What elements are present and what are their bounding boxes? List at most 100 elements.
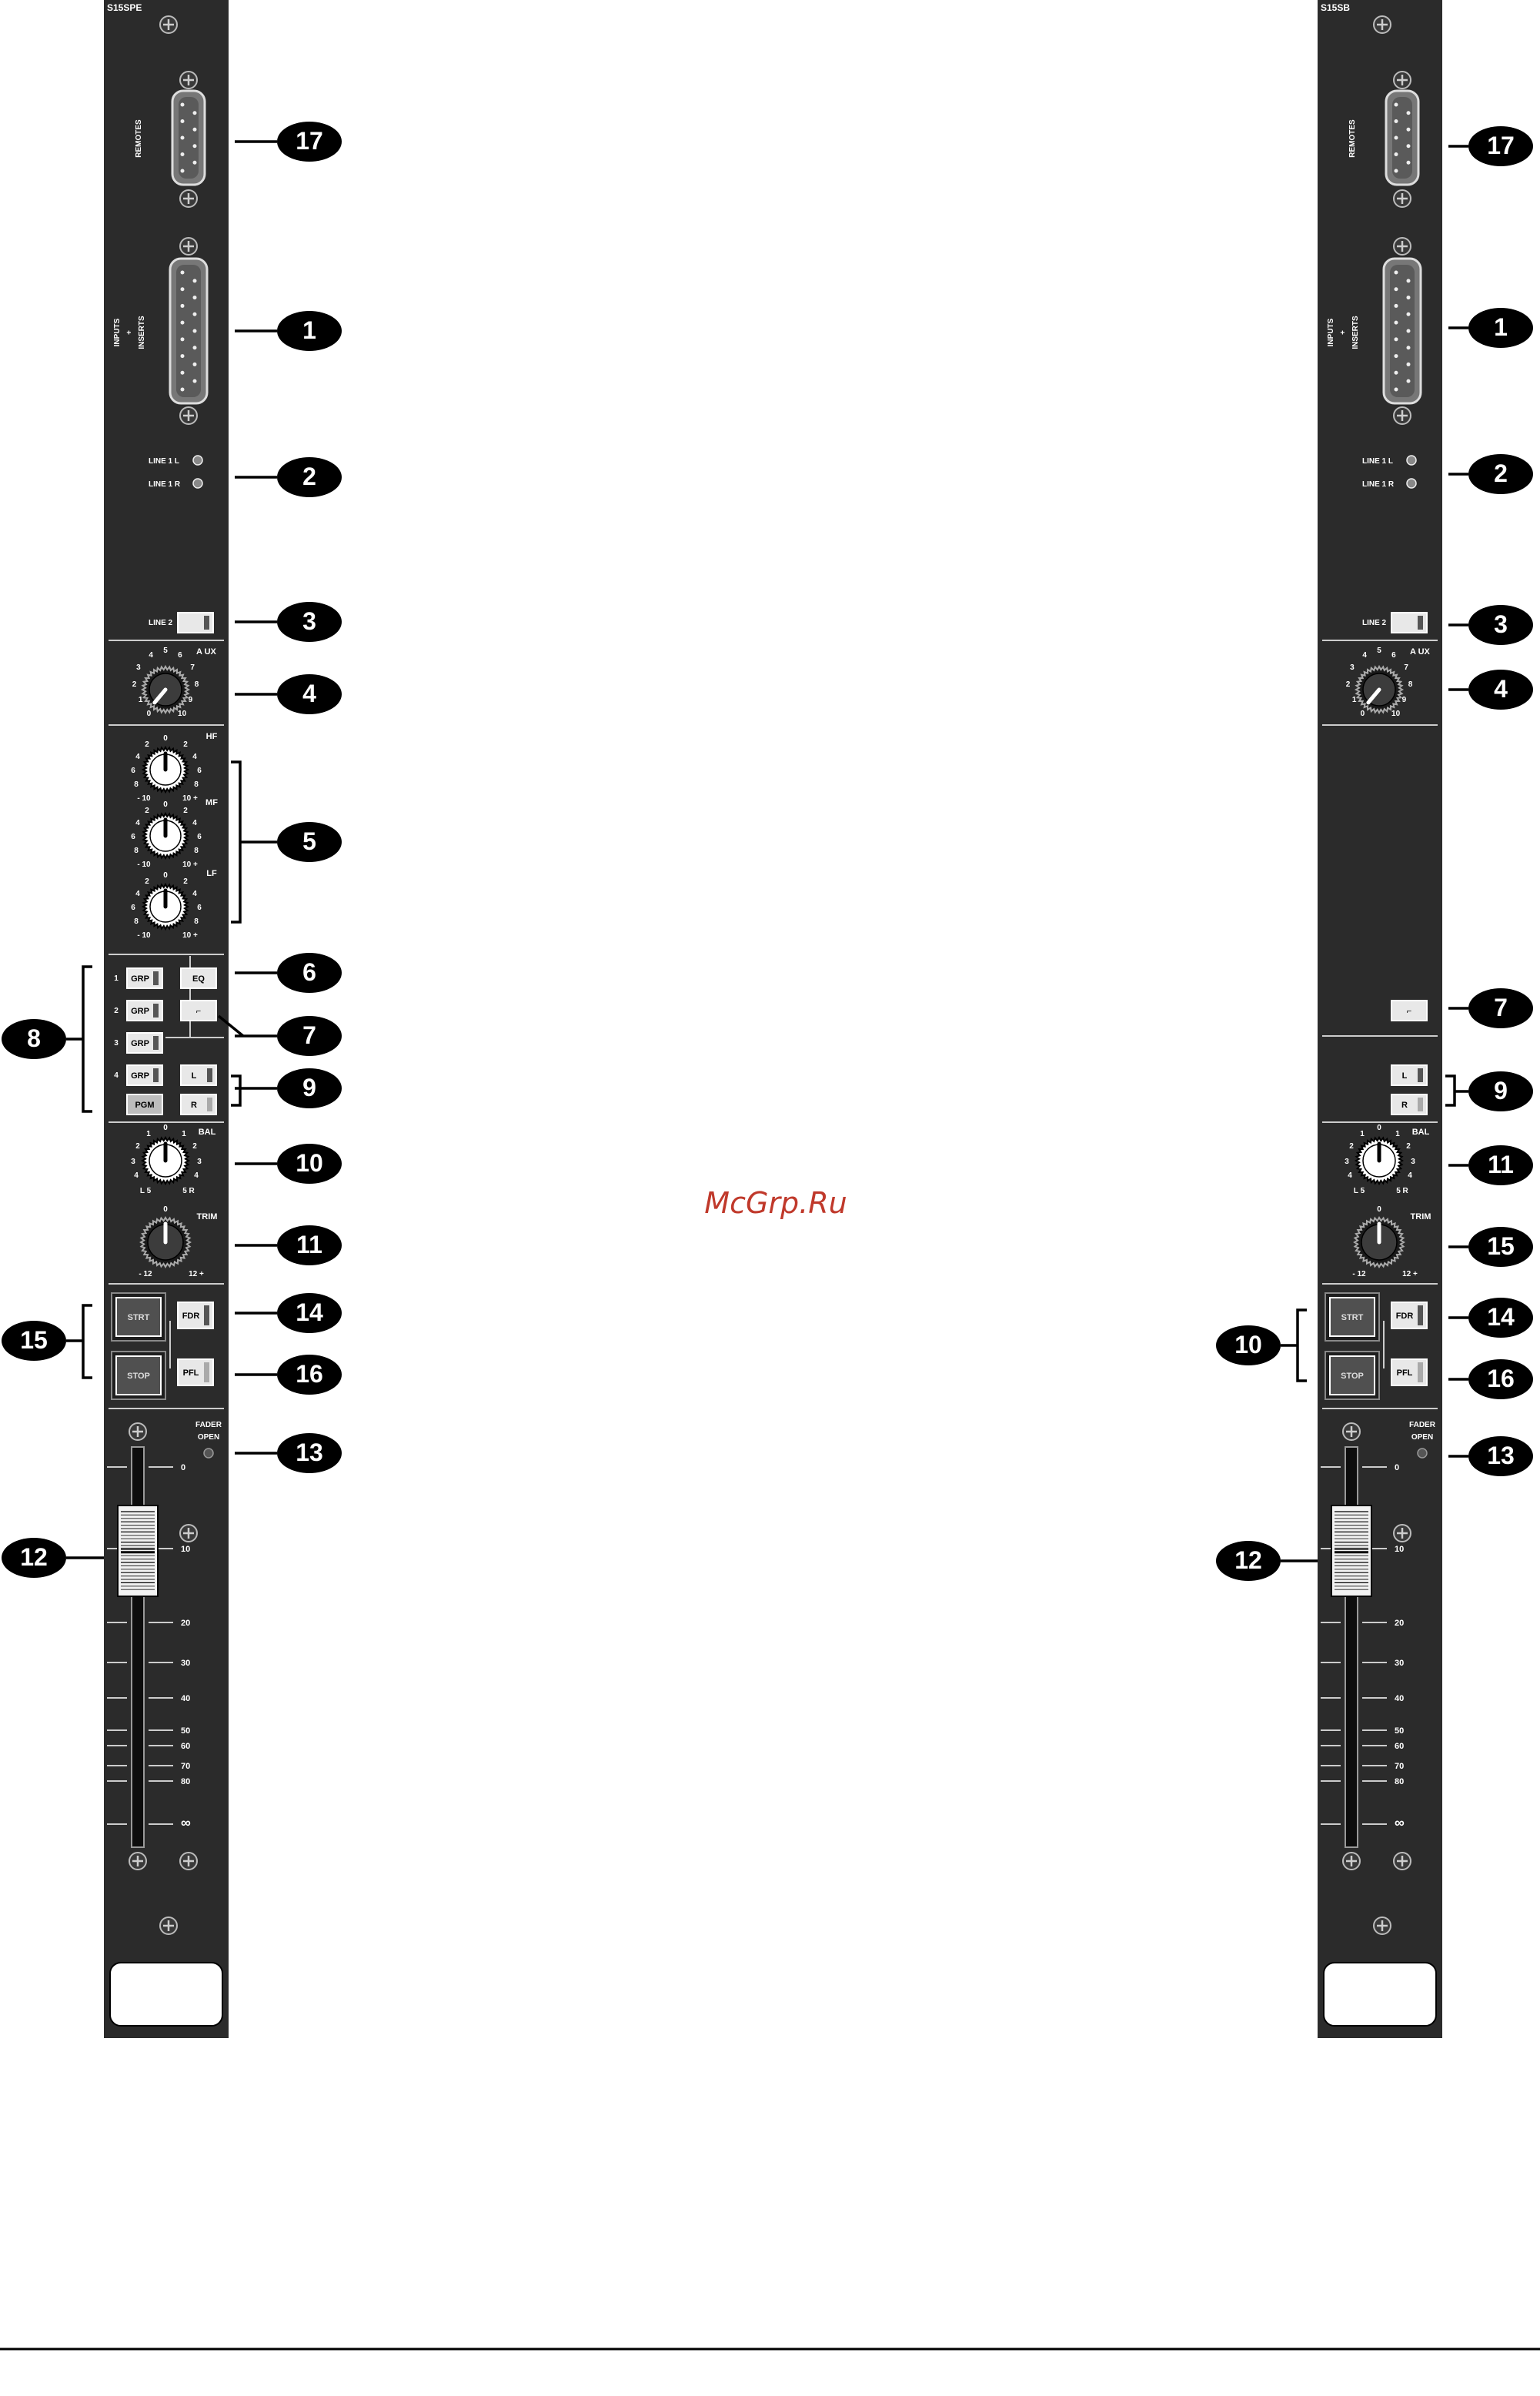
line1l-trim[interactable] [192,455,203,466]
trim-knob[interactable] [1353,1216,1405,1268]
left-callout-15-badge [2,1321,66,1361]
inputs-inserts-connector-pin [1394,287,1398,292]
inputs-inserts-connector-pin [1406,312,1411,316]
bal-scale-left: 1 [1360,1130,1365,1138]
filter-button[interactable]: ⌐ [180,1000,217,1021]
aux-knob[interactable] [1354,664,1405,715]
pfl-button[interactable]: PFL [177,1358,214,1386]
fdr-button[interactable]: FDR [1391,1302,1428,1329]
inputs-inserts-connector-pin [1394,303,1398,308]
line2-switch[interactable] [1391,612,1428,633]
right-callout-1-number: 1 [1494,313,1508,341]
aux-knob-pointer [1366,687,1381,705]
left-callout-16-number: 16 [296,1360,323,1388]
remotes-connector-pin [1406,111,1411,115]
fader-open-led [1417,1448,1428,1459]
label-card [1323,1962,1437,2027]
grp-button-2[interactable]: GRP [126,1000,163,1021]
trim-label: TRIM [1411,1212,1431,1221]
left-callout-11-number: 11 [296,1231,322,1258]
inputs-inserts-connector-pin [1394,387,1398,392]
remotes-connector[interactable] [1385,89,1420,186]
pfl-button-label: PFL [1397,1368,1413,1378]
aux-label: A UX [1410,647,1431,657]
stop-button[interactable]: STOP [115,1355,162,1395]
fader-scale-7: 70 [181,1762,190,1771]
strt-button-body [1329,1297,1375,1337]
pgm-button[interactable]: PGM [126,1094,163,1115]
strt-button-body [115,1297,162,1337]
fader-cap[interactable] [117,1505,159,1597]
aux-scale-8: 8 [195,680,199,689]
fader-cap-body [117,1505,159,1597]
eq-button[interactable]: EQ [180,967,217,989]
remotes-screw-top [179,71,198,89]
eq-knob-MF[interactable] [141,811,190,860]
filter-button-body [180,1000,217,1021]
eq-knob-LF[interactable] [141,882,190,931]
eq-scale-left: 2 [145,740,149,749]
left-callout-9-number: 9 [302,1074,316,1101]
pan-l-button[interactable]: L [180,1064,217,1086]
aux-scale-1: 1 [1352,696,1357,704]
line2-label: LINE 2 [1362,619,1387,627]
pan-r-button[interactable]: R [1391,1094,1428,1115]
fader-scale-5: 50 [181,1726,190,1736]
fdr-button[interactable]: FDR [177,1302,214,1329]
inserts-label: INSERTS [1351,316,1360,349]
eq-scale-right: 10 + [182,931,198,940]
line1r-trim[interactable] [1406,478,1417,489]
right-callout-14-badge [1468,1298,1533,1338]
aux-scale-2: 2 [132,680,137,689]
strt-button[interactable]: STRT [115,1297,162,1337]
line1r-trim[interactable] [192,478,203,489]
inputs-inserts-connector-pin [1406,346,1411,350]
left-callout-7: 7 [277,1016,342,1056]
inputs-inserts-connector-pin [1406,379,1411,383]
left-callout-16: 16 [277,1355,342,1395]
pan-l-button[interactable]: L [1391,1064,1428,1086]
inputs-inserts-connector-pin [1406,279,1411,283]
eq-knob-HF[interactable] [141,745,190,794]
left-callout-14-number: 14 [296,1298,323,1326]
strt-button[interactable]: STRT [1329,1297,1375,1337]
left-grp-bracket [82,965,92,1113]
left-callout-leader-7-angle [217,1014,245,1038]
bal-scale-left: 2 [135,1142,140,1151]
stop-button-body [115,1355,162,1395]
filter-button[interactable]: ⌐ [1391,1000,1428,1021]
pan-r-button[interactable]: R [180,1094,217,1115]
grp-button-4-label: GRP [131,1071,149,1081]
bal-scale-left: 2 [1349,1142,1354,1151]
bottom-screw [1373,1916,1391,1935]
fader-open-led [203,1448,214,1459]
left-callout-8-badge [2,1019,66,1059]
bal-scale-right: 2 [1406,1142,1411,1151]
pan-l-button-label: L [192,1071,197,1081]
aux-knob[interactable] [140,664,191,715]
trim-knob[interactable] [139,1216,192,1268]
aux-scale-3: 3 [1350,663,1355,672]
grp-button-3[interactable]: GRP [126,1032,163,1054]
line1l-trim[interactable] [1406,455,1417,466]
line2-switch[interactable] [177,612,214,633]
inputs-inserts-connector-pin [1394,320,1398,325]
grp-button-4[interactable]: GRP [126,1064,163,1086]
balance-knob[interactable] [1354,1135,1405,1186]
grp-button-1[interactable]: GRP [126,967,163,989]
remotes-connector[interactable] [171,89,206,186]
inputs-inserts-connector[interactable] [1382,257,1422,405]
pfl-button[interactable]: PFL [1391,1358,1428,1386]
inputs-inserts-connector[interactable] [169,257,209,405]
balance-knob[interactable] [140,1135,191,1186]
inputs-inserts-connector-pin [1406,296,1411,300]
eq-scale-right: 2 [183,877,188,886]
left-callout-6-badge [277,953,342,993]
fader-cap[interactable] [1331,1505,1372,1597]
pan-l-button-led [207,1068,212,1082]
fdr-button-led [1418,1305,1423,1325]
inputs-label: INPUTS [1327,318,1335,346]
left-callout-10: 10 [277,1144,342,1184]
stop-button[interactable]: STOP [1329,1355,1375,1395]
